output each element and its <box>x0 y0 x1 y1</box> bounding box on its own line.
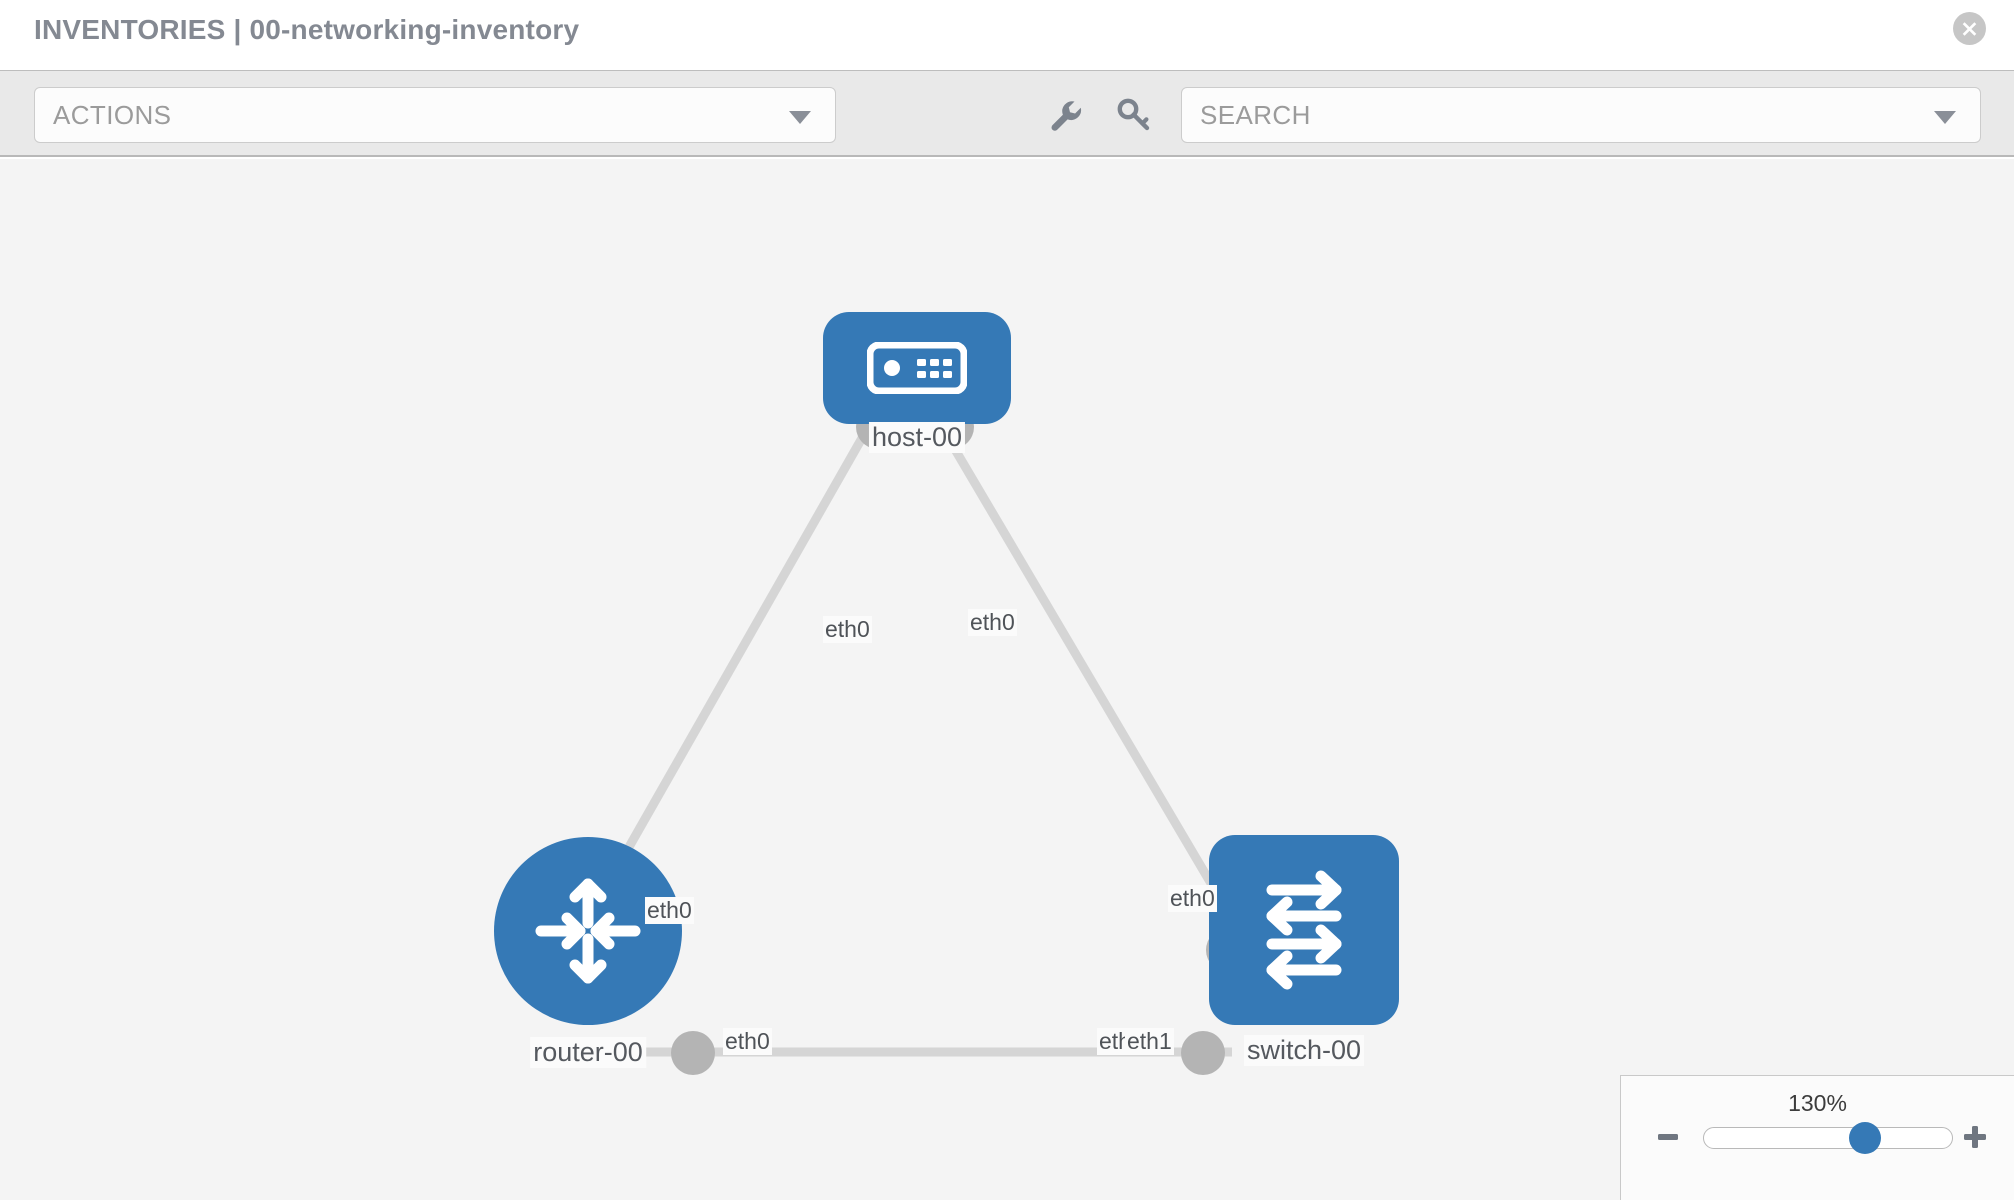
search-input[interactable]: SEARCH <box>1181 87 1981 143</box>
wrench-icon[interactable] <box>1043 93 1087 137</box>
node-router-00[interactable]: router-00 <box>494 837 682 1068</box>
port-switch-left[interactable] <box>1181 1031 1225 1075</box>
node-label-host-00: host-00 <box>868 422 966 453</box>
key-icon[interactable] <box>1112 93 1156 137</box>
zoom-level-value: 130% <box>1788 1090 1847 1116</box>
page-header: INVENTORIES | 00-networking-inventory <box>0 0 2014 70</box>
close-icon[interactable] <box>1953 12 1986 45</box>
actions-dropdown-label: ACTIONS <box>53 99 172 130</box>
port-router-right[interactable] <box>671 1031 715 1075</box>
edge-label: eth0 <box>823 616 872 643</box>
edge-label: eth1 <box>1125 1028 1174 1055</box>
edge-label: eth0 <box>1168 885 1217 912</box>
toolbar: ACTIONS SEARCH <box>0 70 2014 157</box>
router-node-shape[interactable] <box>494 837 682 1025</box>
page-title: INVENTORIES | 00-networking-inventory <box>34 14 580 45</box>
router-arrows-icon <box>535 878 641 984</box>
chevron-down-icon <box>789 111 811 124</box>
switch-arrows-icon <box>1266 870 1342 990</box>
zoom-slider[interactable] <box>1703 1122 1953 1154</box>
node-switch-00[interactable]: switch-00 <box>1209 835 1399 1066</box>
chevron-down-icon[interactable] <box>1934 111 1956 124</box>
edge-label: eth0 <box>723 1028 772 1055</box>
host-node-shape[interactable] <box>823 312 1011 424</box>
plus-icon[interactable] <box>1958 1120 1992 1154</box>
zoom-control-panel: 130% <box>1620 1075 2014 1200</box>
edge-label: eth0 <box>968 609 1017 636</box>
node-label-router-00: router-00 <box>530 1037 646 1068</box>
search-placeholder: SEARCH <box>1200 99 1311 130</box>
topology-canvas[interactable]: host-00 <box>0 159 2014 1200</box>
node-label-switch-00: switch-00 <box>1243 1035 1365 1066</box>
edge-label: eth0 <box>645 897 694 924</box>
node-host-00[interactable]: host-00 <box>823 274 1011 462</box>
zoom-slider-thumb[interactable] <box>1849 1122 1882 1154</box>
server-icon <box>867 342 967 394</box>
switch-node-shape[interactable] <box>1209 835 1399 1025</box>
actions-dropdown[interactable]: ACTIONS <box>34 87 836 143</box>
minus-icon[interactable] <box>1651 1120 1685 1154</box>
